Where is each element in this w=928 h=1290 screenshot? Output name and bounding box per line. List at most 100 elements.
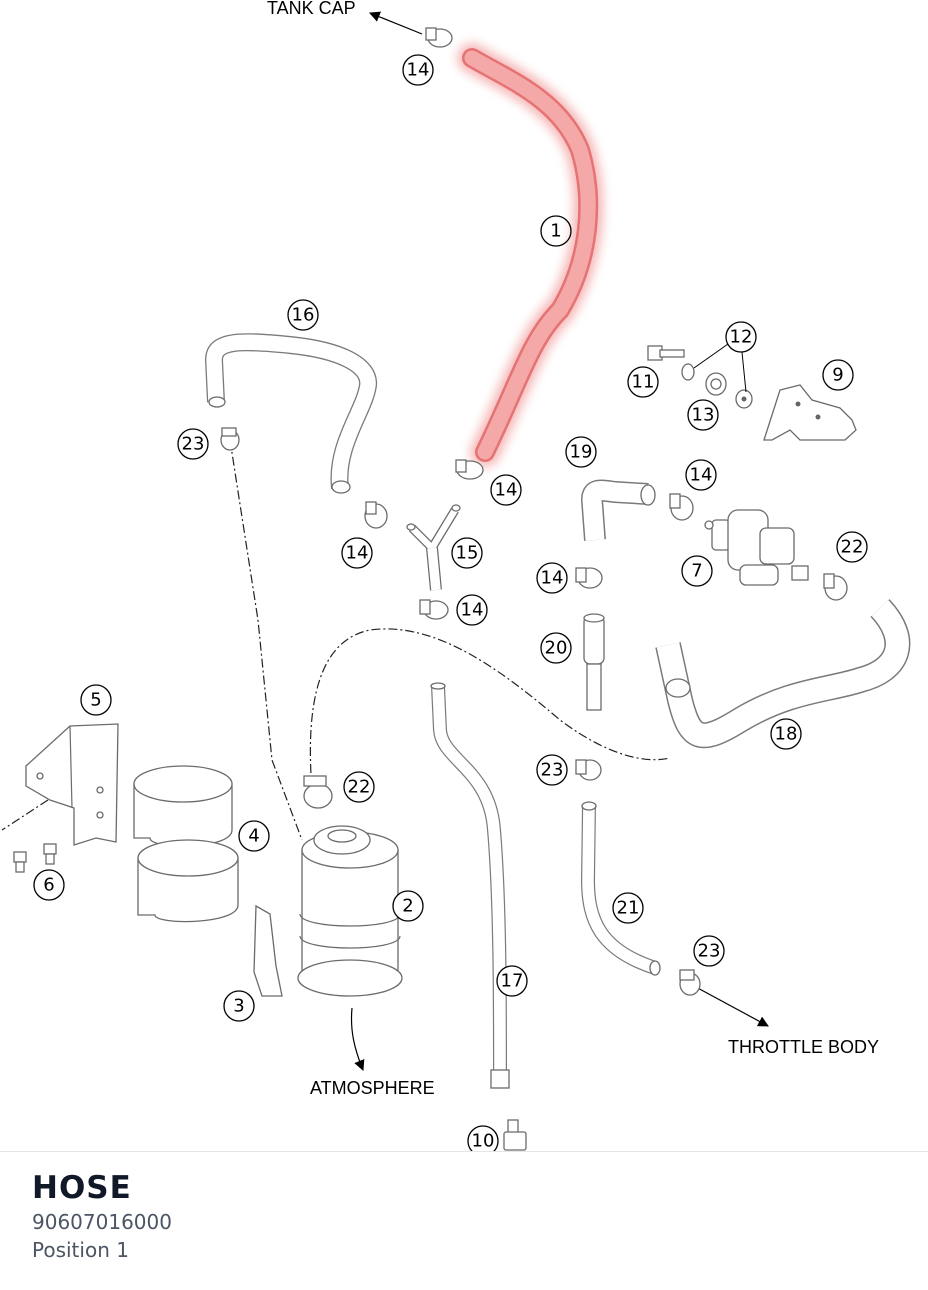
callout-23-mid[interactable]: 23 — [536, 754, 568, 786]
washer-part-12a — [681, 363, 695, 381]
part-position: Position 1 — [32, 1238, 129, 1262]
divider — [0, 1151, 928, 1152]
svg-text:14: 14 — [541, 568, 564, 589]
clamp-23-top — [220, 427, 240, 451]
callout-14-left[interactable]: 14 — [341, 537, 373, 569]
svg-text:14: 14 — [690, 465, 713, 486]
svg-text:14: 14 — [407, 60, 430, 81]
clamp-22-right — [823, 573, 848, 601]
svg-text:21: 21 — [617, 898, 640, 919]
callout-14-valve[interactable]: 14 — [685, 459, 717, 491]
svg-text:16: 16 — [292, 305, 315, 326]
tank-cap-label: TANK CAP — [267, 0, 356, 18]
hose-part-18 — [655, 599, 911, 749]
callout-14-right[interactable]: 14 — [536, 562, 568, 594]
callout-23-top[interactable]: 23 — [177, 428, 209, 460]
callout-1[interactable]: 1 — [540, 215, 572, 247]
callout-13[interactable]: 13 — [687, 399, 719, 431]
part-name: HOSE — [32, 1170, 132, 1206]
svg-text:7: 7 — [691, 561, 702, 582]
callout-5[interactable]: 5 — [80, 684, 112, 716]
bracket-line-dashed — [1, 799, 49, 831]
callout-2[interactable]: 2 — [392, 890, 424, 922]
svg-text:13: 13 — [692, 405, 715, 426]
callout-15[interactable]: 15 — [451, 537, 483, 569]
callout-18[interactable]: 18 — [770, 718, 802, 750]
svg-text:22: 22 — [348, 777, 371, 798]
hose-part-1-highlighted[interactable] — [457, 43, 604, 467]
svg-text:18: 18 — [775, 724, 798, 745]
callout-9[interactable]: 9 — [822, 359, 854, 391]
callout-22-right[interactable]: 22 — [836, 531, 868, 563]
callout-23-bottom[interactable]: 23 — [693, 935, 725, 967]
svg-text:12: 12 — [730, 327, 753, 348]
clamp-14-top — [425, 27, 453, 48]
plate-part-3 — [253, 904, 283, 997]
svg-text:11: 11 — [632, 372, 655, 393]
clamp-23-mid — [575, 759, 602, 781]
clamp-14-valve — [669, 493, 694, 521]
atmosphere-arrow — [350, 1007, 365, 1071]
callout-14-lower[interactable]: 14 — [456, 594, 488, 626]
callout-14-top[interactable]: 14 — [402, 54, 434, 86]
svg-text:14: 14 — [495, 480, 518, 501]
callout-19[interactable]: 19 — [565, 436, 597, 468]
y-connector-part-15 — [406, 504, 461, 591]
svg-text:23: 23 — [541, 760, 564, 781]
callout-6[interactable]: 6 — [33, 869, 65, 901]
clamp-14-mid — [455, 459, 484, 480]
clamp-14-left — [364, 501, 388, 529]
svg-text:23: 23 — [182, 434, 205, 455]
band-part-4 — [133, 765, 239, 923]
canister-part-2 — [297, 825, 403, 997]
purge-line-dashed — [309, 628, 671, 791]
svg-text:14: 14 — [461, 600, 484, 621]
elbow-hose-part-19 — [581, 479, 656, 541]
clamp-14-lower — [419, 599, 449, 620]
svg-text:20: 20 — [545, 638, 568, 659]
svg-text:15: 15 — [456, 543, 479, 564]
atmosphere-label: ATMOSPHERE — [310, 1078, 435, 1098]
callout-4[interactable]: 4 — [238, 820, 270, 852]
part-info-panel: HOSE 90607016000 Position 1 — [32, 1168, 892, 1264]
callout-16[interactable]: 16 — [287, 299, 319, 331]
hose-part-17 — [430, 682, 510, 1089]
svg-text:19: 19 — [570, 442, 593, 463]
callout-22-canister[interactable]: 22 — [343, 771, 375, 803]
hose-part-21 — [581, 801, 661, 976]
purge-valve-part-7 — [704, 509, 809, 586]
svg-text:6: 6 — [43, 875, 54, 896]
svg-text:4: 4 — [248, 826, 259, 847]
screw-part-6b — [43, 843, 57, 865]
washer-part-12b — [735, 389, 753, 409]
svg-text:2: 2 — [402, 896, 413, 917]
callout-12[interactable]: 12 — [693, 321, 757, 393]
callout-17[interactable]: 17 — [496, 965, 528, 997]
clamp-14-right — [575, 567, 603, 589]
callout-20[interactable]: 20 — [540, 632, 572, 664]
callout-3[interactable]: 3 — [223, 990, 255, 1022]
clamp-23-bottom — [679, 969, 701, 996]
clamp-22-canister — [303, 775, 333, 809]
svg-text:14: 14 — [346, 543, 369, 564]
callout-14-mid[interactable]: 14 — [490, 474, 522, 506]
grommet-part-13 — [705, 372, 727, 396]
svg-text:9: 9 — [832, 365, 843, 386]
callout-7[interactable]: 7 — [681, 555, 713, 587]
svg-text:17: 17 — [501, 971, 524, 992]
vent-line-dashed — [229, 439, 303, 841]
callout-10[interactable]: 10 — [467, 1125, 499, 1152]
callout-21[interactable]: 21 — [612, 892, 644, 924]
svg-text:22: 22 — [841, 537, 864, 558]
bracket-part-5 — [25, 723, 119, 846]
svg-text:5: 5 — [90, 690, 101, 711]
svg-text:1: 1 — [550, 221, 561, 242]
part-number: 90607016000 — [32, 1210, 172, 1234]
throttle-body-arrow — [693, 985, 769, 1027]
hose-part-16 — [205, 333, 377, 494]
callout-11[interactable]: 11 — [627, 366, 659, 398]
throttle-body-label: THROTTLE BODY — [728, 1037, 879, 1057]
fitting-part-10 — [503, 1119, 527, 1151]
svg-text:10: 10 — [472, 1131, 495, 1152]
screw-part-6a — [13, 851, 27, 873]
